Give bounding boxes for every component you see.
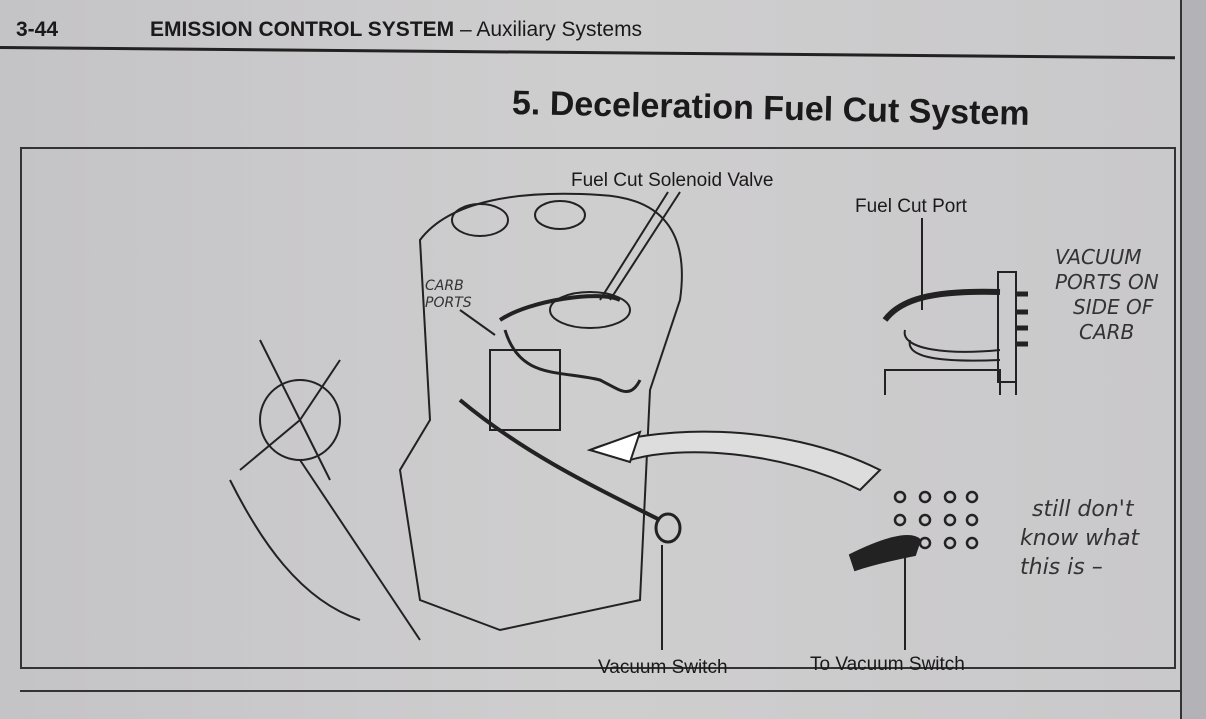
handwritten-vacuum-ports-note: VACUUM PORTS ON SIDE OF CARB xyxy=(1055,245,1159,344)
page-edge xyxy=(1180,0,1206,719)
label-to-vacuum-switch: To Vacuum Switch xyxy=(810,654,965,675)
page-number: 3-44 xyxy=(16,18,59,41)
label-fuel-cut-solenoid-valve: Fuel Cut Solenoid Valve xyxy=(571,170,774,191)
engine-diagram xyxy=(229,191,1028,650)
label-fuel-cut-port: Fuel Cut Port xyxy=(855,196,967,217)
label-vacuum-switch: Vacuum Switch xyxy=(598,657,728,678)
handwritten-unknown-note: still don't know what this is – xyxy=(1020,497,1140,580)
page-header-title: EMISSION CONTROL SYSTEM – Auxiliary Syst… xyxy=(150,18,643,41)
bottom-rule xyxy=(20,690,1180,692)
diagram-frame xyxy=(20,147,1176,669)
manual-page: 3-44 EMISSION CONTROL SYSTEM – Auxiliary… xyxy=(0,0,1180,719)
handwritten-carb-ports: CARB PORTS xyxy=(425,278,472,311)
